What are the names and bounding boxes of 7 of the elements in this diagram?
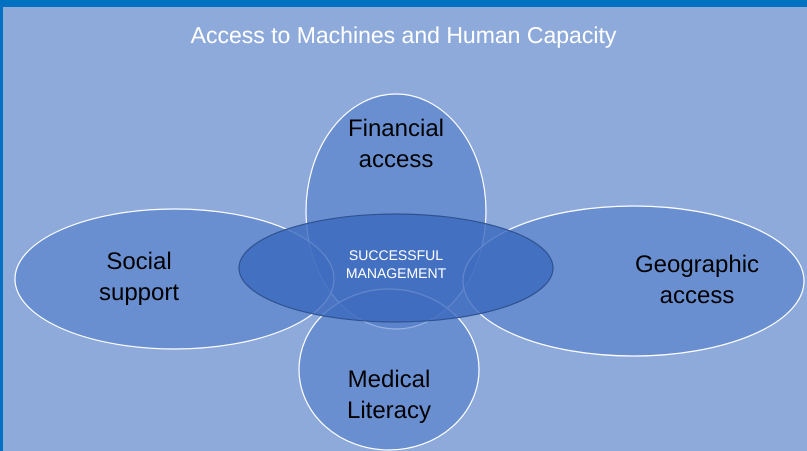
node-label: Medical Literacy xyxy=(346,365,432,426)
diagram-title: Access to Machines and Human Capacity xyxy=(190,22,618,49)
node-label: Social support xyxy=(98,247,180,308)
node-label: SUCCESSFUL MANAGEMENT xyxy=(344,246,448,282)
node-label: Financial access xyxy=(346,114,446,175)
node-label: Geographic access xyxy=(634,250,760,311)
ellipse-shape xyxy=(238,213,554,323)
